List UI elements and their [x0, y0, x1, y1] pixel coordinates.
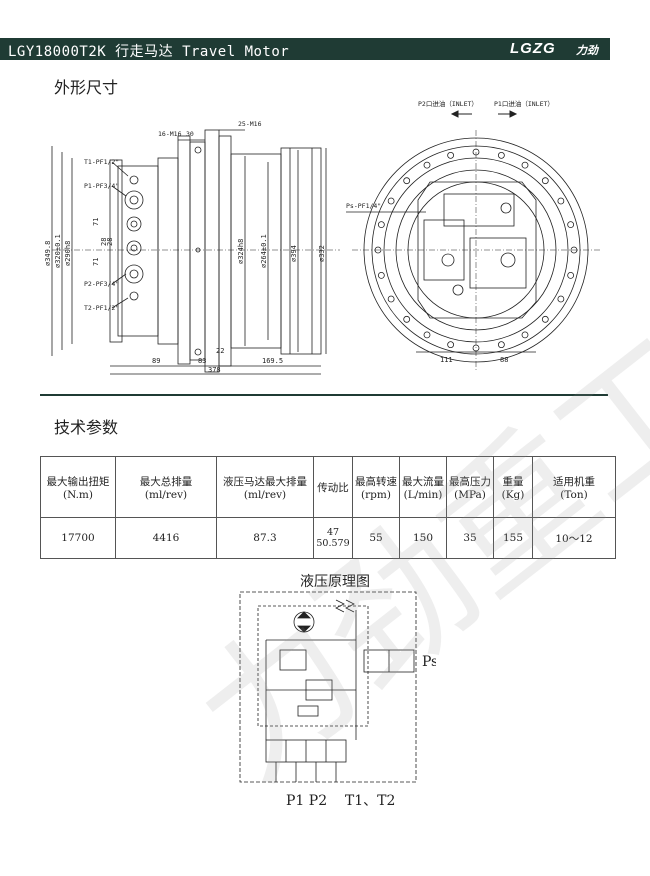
- dim-111: 111: [440, 356, 453, 364]
- spec-value-cell: 4416: [115, 517, 217, 559]
- dimension-drawing: T1-PF1/2" P1-PF3/4" P2-PF3/4" T2-PF1/2" …: [44, 99, 600, 375]
- bolt-hole: [472, 344, 480, 352]
- bolt-hole: [387, 295, 395, 303]
- dim-169: 169.5: [262, 357, 283, 365]
- spec-value-cell: 47 50.579: [313, 517, 353, 559]
- dimensions-title: 外形尺寸: [54, 78, 119, 97]
- spec-table: 最大输出扭矩(N.m) 最大总排量(ml/rev) 液压马达最大排量(ml/re…: [40, 456, 616, 559]
- header-bar: LGY18000T2K 行走马达 Travel Motor LGZG 力劲: [0, 38, 610, 60]
- schematic-port-labels: P1 P2 T1、T2: [286, 793, 396, 809]
- dim-88: 88: [500, 356, 508, 364]
- bolt-hole: [567, 271, 575, 279]
- inlet-p2-label: P2口进油（INLET）: [418, 99, 478, 108]
- dia-290: ∅290h8: [64, 241, 72, 266]
- bolt-hole: [497, 341, 505, 349]
- specs-title: 技术参数: [54, 418, 119, 437]
- bolt-hole: [403, 177, 411, 185]
- schematic-title: 液压原理图: [300, 574, 370, 590]
- dim-378: 378: [208, 366, 221, 374]
- spec-value-cell: 150: [399, 517, 447, 559]
- spec-value-cell: 10～12: [532, 517, 616, 559]
- hydraulic-schematic: Ps: [239, 591, 436, 783]
- section-divider: [40, 394, 608, 396]
- spec-header-cell: 最大总排量(ml/rev): [115, 456, 217, 518]
- spec-value-cell: 55: [352, 517, 400, 559]
- port-label-t1: T1-PF1/2": [84, 158, 119, 166]
- bolt-hole: [570, 246, 578, 254]
- bolt-hole: [403, 315, 411, 323]
- bolt-hole: [521, 161, 529, 169]
- spec-value-cell: 35: [446, 517, 494, 559]
- bolt-hole: [374, 246, 382, 254]
- bolt-hole: [497, 151, 505, 159]
- spec-header-cell: 最大输出扭矩(N.m): [40, 456, 116, 518]
- spec-header-cell: 适用机重(Ton): [532, 456, 616, 518]
- port-label-p1: P1-PF3/4": [84, 182, 119, 190]
- dim-25-m16: 25-M16: [238, 120, 262, 128]
- header-title: LGY18000T2K 行走马达 Travel Motor: [8, 44, 290, 60]
- inlet-p1-label: P1口进油（INLET）: [494, 99, 554, 108]
- dia-349: ∅349.8: [44, 241, 52, 266]
- dim-30: 30: [186, 130, 194, 138]
- inner-dim-71b: 71: [92, 258, 100, 266]
- spec-value-cell: 87.3: [216, 517, 314, 559]
- brand-logo: LGZG 力劲: [504, 38, 610, 60]
- bolt-hole: [541, 177, 549, 185]
- bolt-hole: [541, 315, 549, 323]
- dia-324: ∅324h8: [237, 239, 245, 264]
- inner-dim-28a: 28: [100, 238, 108, 246]
- bolt-hole: [423, 331, 431, 339]
- spec-value-cell: 17700: [40, 517, 116, 559]
- logo-suffix: 力劲: [576, 44, 598, 57]
- dim-22: 22: [216, 347, 224, 355]
- ps-port-label: Ps-PF1/4": [346, 202, 381, 210]
- bolt-hole: [472, 148, 480, 156]
- bolt-hole: [377, 271, 385, 279]
- dia-320: ∅320±0.1: [54, 234, 62, 268]
- port-label-t2: T2-PF1/2": [84, 304, 119, 312]
- dia-394: ∅394: [290, 245, 298, 262]
- spec-header-cell: 最大流量(L/min): [399, 456, 447, 518]
- spec-header-cell: 最高转速(rpm): [352, 456, 400, 518]
- dia-332: ∅332: [318, 245, 326, 262]
- bolt-hole: [423, 161, 431, 169]
- port-label-p2: P2-PF3/4": [84, 280, 119, 288]
- spec-header-cell: 液压马达最大排量(ml/rev): [216, 456, 314, 518]
- bolt-hole: [447, 341, 455, 349]
- logo-text: LGZG: [510, 40, 556, 57]
- dim-89: 89: [152, 357, 160, 365]
- dia-264: ∅264±0.1: [260, 234, 268, 268]
- spec-header-row: 最大输出扭矩(N.m) 最大总排量(ml/rev) 液压马达最大排量(ml/re…: [40, 456, 616, 518]
- spec-header-cell: 重量(Kg): [493, 456, 533, 518]
- ps-port-label: Ps: [422, 654, 436, 670]
- inner-dim-28b: 28: [106, 238, 114, 246]
- bolt-hole: [387, 197, 395, 205]
- bolt-hole: [557, 295, 565, 303]
- dim-83: 83: [198, 357, 206, 365]
- spec-value-row: 17700 4416 87.3 47 50.579 55 150 35 155 …: [40, 517, 616, 559]
- spec-header-cell: 传动比: [313, 456, 353, 518]
- spec-header-cell: 最高压力(MPa): [446, 456, 494, 518]
- bolt-hole: [557, 197, 565, 205]
- bolt-hole: [447, 151, 455, 159]
- dim-16-m16: 16-M16: [158, 130, 182, 138]
- bolt-hole: [377, 221, 385, 229]
- bolt-hole: [521, 331, 529, 339]
- inner-dim-71a: 71: [92, 218, 100, 226]
- spec-value-cell: 155: [493, 517, 533, 559]
- bolt-hole: [567, 221, 575, 229]
